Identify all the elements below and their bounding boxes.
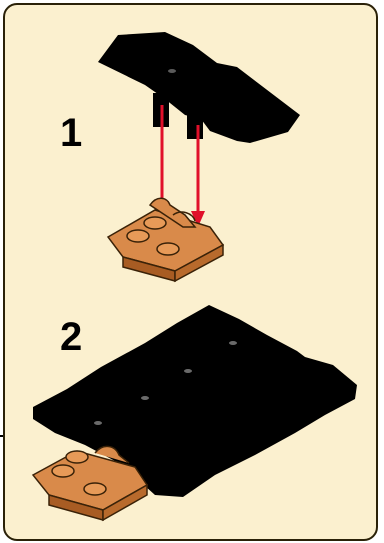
instruction-frame: 1 2 (3, 3, 378, 541)
step-2-illustration (5, 5, 378, 541)
